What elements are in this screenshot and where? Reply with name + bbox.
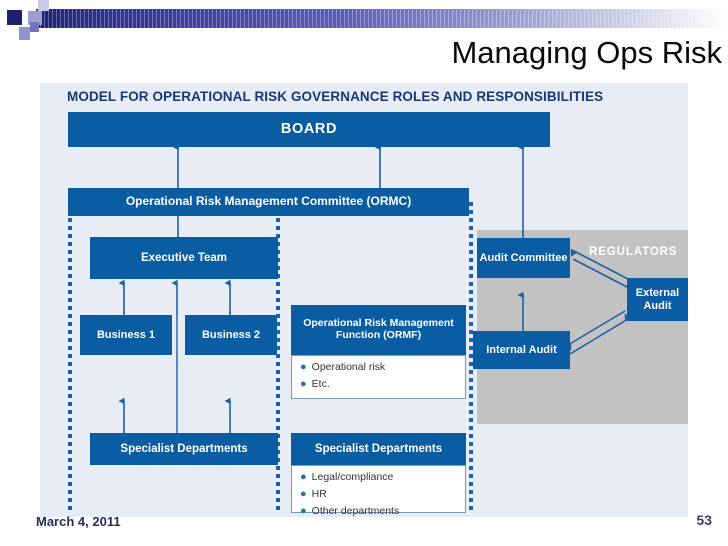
header-gradient-bar xyxy=(36,9,728,28)
ormf-bullet-panel: ● Operational risk ● Etc. xyxy=(291,355,466,399)
specialist-bullet-label: HR xyxy=(311,488,327,501)
box-specialist-departments-right[interactable]: Specialist Departments xyxy=(291,433,466,465)
specialist-bullet-item: ● Legal/compliance xyxy=(300,471,461,484)
header-square-low2 xyxy=(30,22,39,32)
header-square-mid xyxy=(28,11,42,25)
regulators-label: REGULATORS xyxy=(589,246,678,258)
bullet-dot-icon: ● xyxy=(300,471,307,483)
dashed-divider-right xyxy=(469,202,473,514)
ormf-bullet-item: ● Operational risk xyxy=(300,361,461,374)
ormf-bullet-item: ● Etc. xyxy=(300,378,461,391)
dashed-divider-left xyxy=(68,202,72,514)
box-ormf[interactable]: Operational Risk Management Function (OR… xyxy=(291,305,466,355)
header-decoration xyxy=(0,0,728,40)
header-square-dark xyxy=(7,10,22,25)
specialist-bullet-panel: ● Legal/compliance ● HR ● Other departme… xyxy=(291,465,466,517)
ormf-bullet-label: Etc. xyxy=(311,378,330,391)
specialist-bullet-item: ● HR xyxy=(300,488,461,501)
bullet-dot-icon: ● xyxy=(300,361,307,373)
governance-model-diagram: MODEL FOR OPERATIONAL RISK GOVERNANCE RO… xyxy=(40,83,688,517)
box-audit-committee[interactable]: Audit Committee xyxy=(477,238,570,278)
diagram-title: MODEL FOR OPERATIONAL RISK GOVERNANCE RO… xyxy=(67,89,604,104)
dashed-divider-middle xyxy=(276,202,280,514)
header-square-top xyxy=(38,0,49,11)
box-external-audit[interactable]: External Audit xyxy=(627,278,688,321)
bullet-dot-icon: ● xyxy=(300,488,307,501)
box-business-2[interactable]: Business 2 xyxy=(185,315,277,355)
specialist-bullet-label: Legal/compliance xyxy=(311,471,394,483)
box-executive-team[interactable]: Executive Team xyxy=(90,237,278,279)
specialist-bullet-label: Other departments xyxy=(311,505,400,518)
box-specialist-departments-left[interactable]: Specialist Departments xyxy=(90,433,278,465)
slide-title: Managing Ops Risk xyxy=(451,35,722,70)
box-internal-audit[interactable]: Internal Audit xyxy=(473,331,570,369)
header-square-low xyxy=(19,27,30,40)
box-ormc[interactable]: Operational Risk Management Committee (O… xyxy=(68,188,469,216)
box-business-1[interactable]: Business 1 xyxy=(80,315,172,355)
ormf-bullet-label: Operational risk xyxy=(311,361,386,373)
bullet-dot-icon: ● xyxy=(300,378,307,391)
specialist-bullet-item: ● Other departments xyxy=(300,505,461,518)
footer-page-number: 53 xyxy=(696,512,712,528)
box-board[interactable]: BOARD xyxy=(68,112,550,147)
bullet-dot-icon: ● xyxy=(300,505,307,518)
footer-date: March 4, 2011 xyxy=(36,514,121,529)
